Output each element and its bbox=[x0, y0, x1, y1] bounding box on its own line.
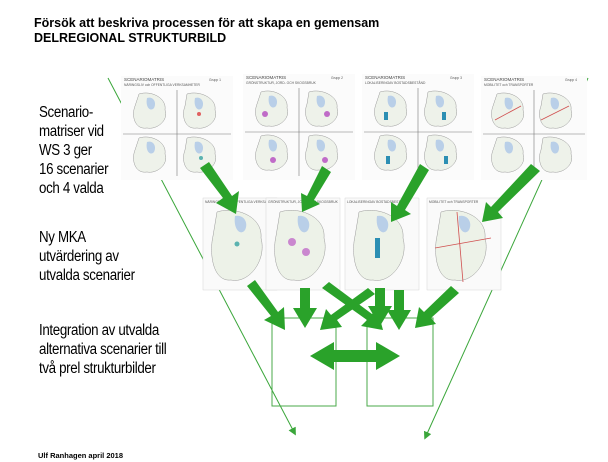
matrix-4-subtitle: MOBILITET och TRANSPORTER bbox=[484, 83, 534, 87]
scenario-matrix-2: SCENARIOMATRIS GRÖNSTRUKTUR, JORD- OCH S… bbox=[243, 74, 355, 180]
matrix-2-subtitle: GRÖNSTRUKTUR, JORD- OCH SKOGSBRUK bbox=[246, 81, 317, 85]
sidebar-block1-line5: och 4 valda bbox=[39, 180, 104, 197]
arrow-10 bbox=[387, 290, 411, 330]
matrix-2-group: Grupp 2 bbox=[331, 76, 343, 80]
arrow-4 bbox=[482, 164, 540, 222]
matrix-4-group: Grupp 4 bbox=[565, 78, 577, 82]
sidebar-block1-line1: Scenario- bbox=[39, 104, 93, 121]
title-line-2: DELREGIONAL STRUKTURBILD bbox=[34, 31, 227, 45]
scenario-matrix-4: SCENARIOMATRIS MOBILITET och TRANSPORTER… bbox=[481, 76, 587, 180]
slide-title: Försök att beskriva processen för att sk… bbox=[34, 16, 554, 46]
arrow-8 bbox=[320, 288, 375, 330]
selected-scenario-3: LOKALISERINGAV BOSTADSBESTÅND bbox=[344, 197, 420, 291]
arrow-6 bbox=[293, 288, 317, 328]
sidebar-block3-line1: Integration av utvalda bbox=[39, 322, 159, 339]
selected-scenario-2: GRÖNSTRUKTUR, JORD- OCH SKOGSBRUK bbox=[265, 197, 341, 291]
sidebar-block3-line3: två prel strukturbilder bbox=[39, 360, 156, 377]
arrow-3 bbox=[391, 164, 429, 222]
matrix-1-title: SCENARIOMATRIS bbox=[124, 77, 164, 82]
matrix-2-title: SCENARIOMATRIS bbox=[246, 75, 286, 80]
sidebar-block1-line2: matriser vid bbox=[39, 123, 104, 140]
scenario-1-title: NÄRINGSLIV och OFFENTLIGA VERKSAMHETER bbox=[205, 200, 281, 204]
sidebar-block1-line4: 16 scenarier bbox=[39, 161, 109, 178]
footer-author-date: Ulf Ranhagen april 2018 bbox=[38, 451, 124, 460]
arrow-5 bbox=[247, 280, 285, 330]
scenario-3-title: LOKALISERINGAV BOSTADSBESTÅND bbox=[347, 199, 408, 204]
arrow-1 bbox=[200, 162, 239, 214]
scenario-4-title: MOBILITET och TRANSPORTER bbox=[429, 200, 479, 204]
arrow-9 bbox=[368, 288, 392, 326]
matrix-1-group: Grupp 1 bbox=[209, 78, 221, 82]
selected-scenario-1: NÄRINGSLIV och OFFENTLIGA VERKSAMHETER bbox=[202, 197, 281, 291]
scenario-matrix-3: SCENARIOMATRIS LOKALISERINGAV BOSTADSBES… bbox=[362, 74, 474, 180]
sidebar-block2-line1: Ny MKA bbox=[39, 229, 86, 246]
sidebar-block2-line2: utvärdering av bbox=[39, 248, 119, 265]
matrix-3-subtitle: LOKALISERINGAV BOSTADSBESTÅND bbox=[365, 80, 426, 85]
sidebar-block3-line2: alternativa scenarier till bbox=[39, 341, 167, 358]
matrix-3-title: SCENARIOMATRIS bbox=[365, 75, 405, 80]
title-line-1: Försök att beskriva processen för att sk… bbox=[34, 16, 380, 30]
sidebar-text-scenario-matrices: Scenario- matriser vid WS 3 ger 16 scena… bbox=[39, 103, 109, 198]
selected-scenario-4: MOBILITET och TRANSPORTER bbox=[426, 197, 502, 291]
sidebar-text-integration: Integration av utvalda alternativa scena… bbox=[39, 321, 167, 378]
arrow-2 bbox=[301, 166, 331, 212]
arrow-11 bbox=[415, 286, 459, 328]
matrix-1-subtitle: NÄRINGSLIV och OFFENTLIGA VERKSAMHETER bbox=[124, 83, 200, 87]
sidebar-text-mka: Ny MKA utvärdering av utvalda scenarier bbox=[39, 228, 135, 285]
matrix-3-group: Grupp 3 bbox=[450, 76, 462, 80]
scenario-matrix-1: SCENARIOMATRIS NÄRINGSLIV och OFFENTLIGA… bbox=[121, 76, 233, 180]
sidebar-block1-line3: WS 3 ger bbox=[39, 142, 92, 159]
matrix-4-title: SCENARIOMATRIS bbox=[484, 77, 524, 82]
sidebar-block2-line3: utvalda scenarier bbox=[39, 267, 135, 284]
integration-double-arrow bbox=[310, 342, 400, 370]
